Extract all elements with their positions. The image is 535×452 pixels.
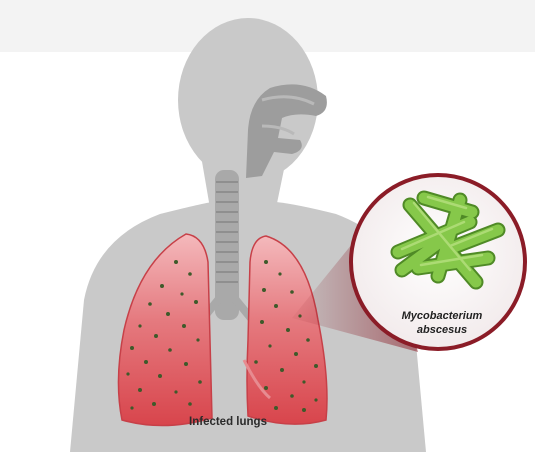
lungs-label: Infected lungs: [189, 416, 267, 428]
bacterium-name-line1: Mycobacterium: [402, 310, 483, 322]
bacterium-name-line2: abscesus: [417, 324, 467, 336]
